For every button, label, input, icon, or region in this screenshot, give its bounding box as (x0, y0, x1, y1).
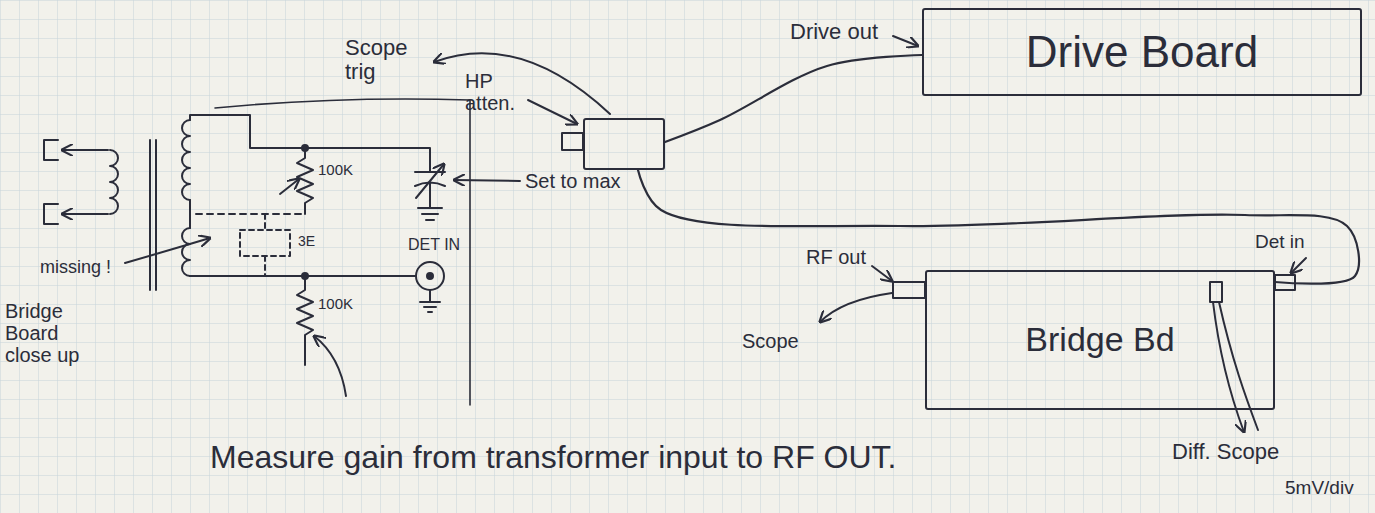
trim-arrow (416, 164, 444, 198)
leader-arrow (872, 266, 892, 281)
bridge-closeup-schematic (44, 99, 470, 405)
note-text: Measure gain from transformer input to R… (210, 440, 896, 475)
trigger-cable (434, 53, 610, 114)
attenuator-box: HP atten. (583, 118, 665, 170)
input-plug (44, 140, 58, 160)
ground-symbol (418, 208, 442, 220)
wire (189, 200, 191, 228)
instrument-label: Diff. Scope (1172, 440, 1279, 464)
scope-cable (820, 293, 892, 322)
instrument-label: Scope (742, 330, 799, 352)
cable (665, 55, 922, 142)
board-outline (215, 99, 470, 405)
note-label: Set to max (525, 170, 621, 192)
resistor-symbol (297, 276, 313, 365)
junction-dot (302, 145, 308, 151)
cable (638, 170, 1359, 284)
node-title: Drive Board (1026, 28, 1258, 76)
leader-arrow (1291, 258, 1306, 273)
missing-part (240, 230, 290, 256)
value-label: 100K (318, 162, 353, 179)
missing-part (196, 213, 305, 215)
leader-arrow (528, 100, 577, 124)
transformer-core (150, 140, 156, 290)
lead-arrow (62, 149, 108, 151)
port-label: Det in (1255, 232, 1305, 253)
lead-arrow (62, 213, 108, 215)
input-plug (44, 204, 58, 224)
leader-arrow (893, 36, 918, 46)
secondary-coil (182, 120, 190, 200)
node-title: Bridge Bd (1025, 321, 1174, 358)
primary-coil (110, 150, 118, 214)
probe-wire (1219, 302, 1258, 430)
wire (190, 115, 430, 172)
rf-out-connector (893, 282, 925, 298)
det-in-connector (416, 262, 444, 290)
board-box: Bridge Bd (925, 270, 1275, 410)
port-label: RF out (806, 246, 866, 268)
pot-arrow (314, 336, 346, 396)
signal-label: Drive out (790, 20, 878, 44)
missing-part (264, 214, 266, 276)
value-label: 100K (318, 296, 353, 313)
node-title: HP atten. (465, 70, 527, 114)
det-in-connector (427, 273, 433, 279)
setting-label: 5mV/div (1285, 478, 1354, 499)
note-label: missing ! (40, 258, 111, 278)
capacitor-symbol (415, 172, 445, 208)
attenuator-nub (562, 133, 583, 150)
leader-arrow (125, 238, 210, 263)
probe-wire (1213, 302, 1244, 432)
probe-connector (1210, 282, 1222, 302)
pot-arrow (280, 179, 299, 194)
part-label: 3E (298, 234, 315, 249)
leader-arrow (454, 180, 520, 181)
resistor-symbol (297, 148, 313, 214)
secondary-coil (182, 228, 190, 276)
view-label: Bridge Board close up (5, 300, 93, 366)
ground-symbol (420, 290, 440, 312)
signal-label: Scope trig (345, 36, 423, 84)
board-box: Drive Board (922, 8, 1362, 96)
pin-label: DET IN (408, 236, 460, 254)
